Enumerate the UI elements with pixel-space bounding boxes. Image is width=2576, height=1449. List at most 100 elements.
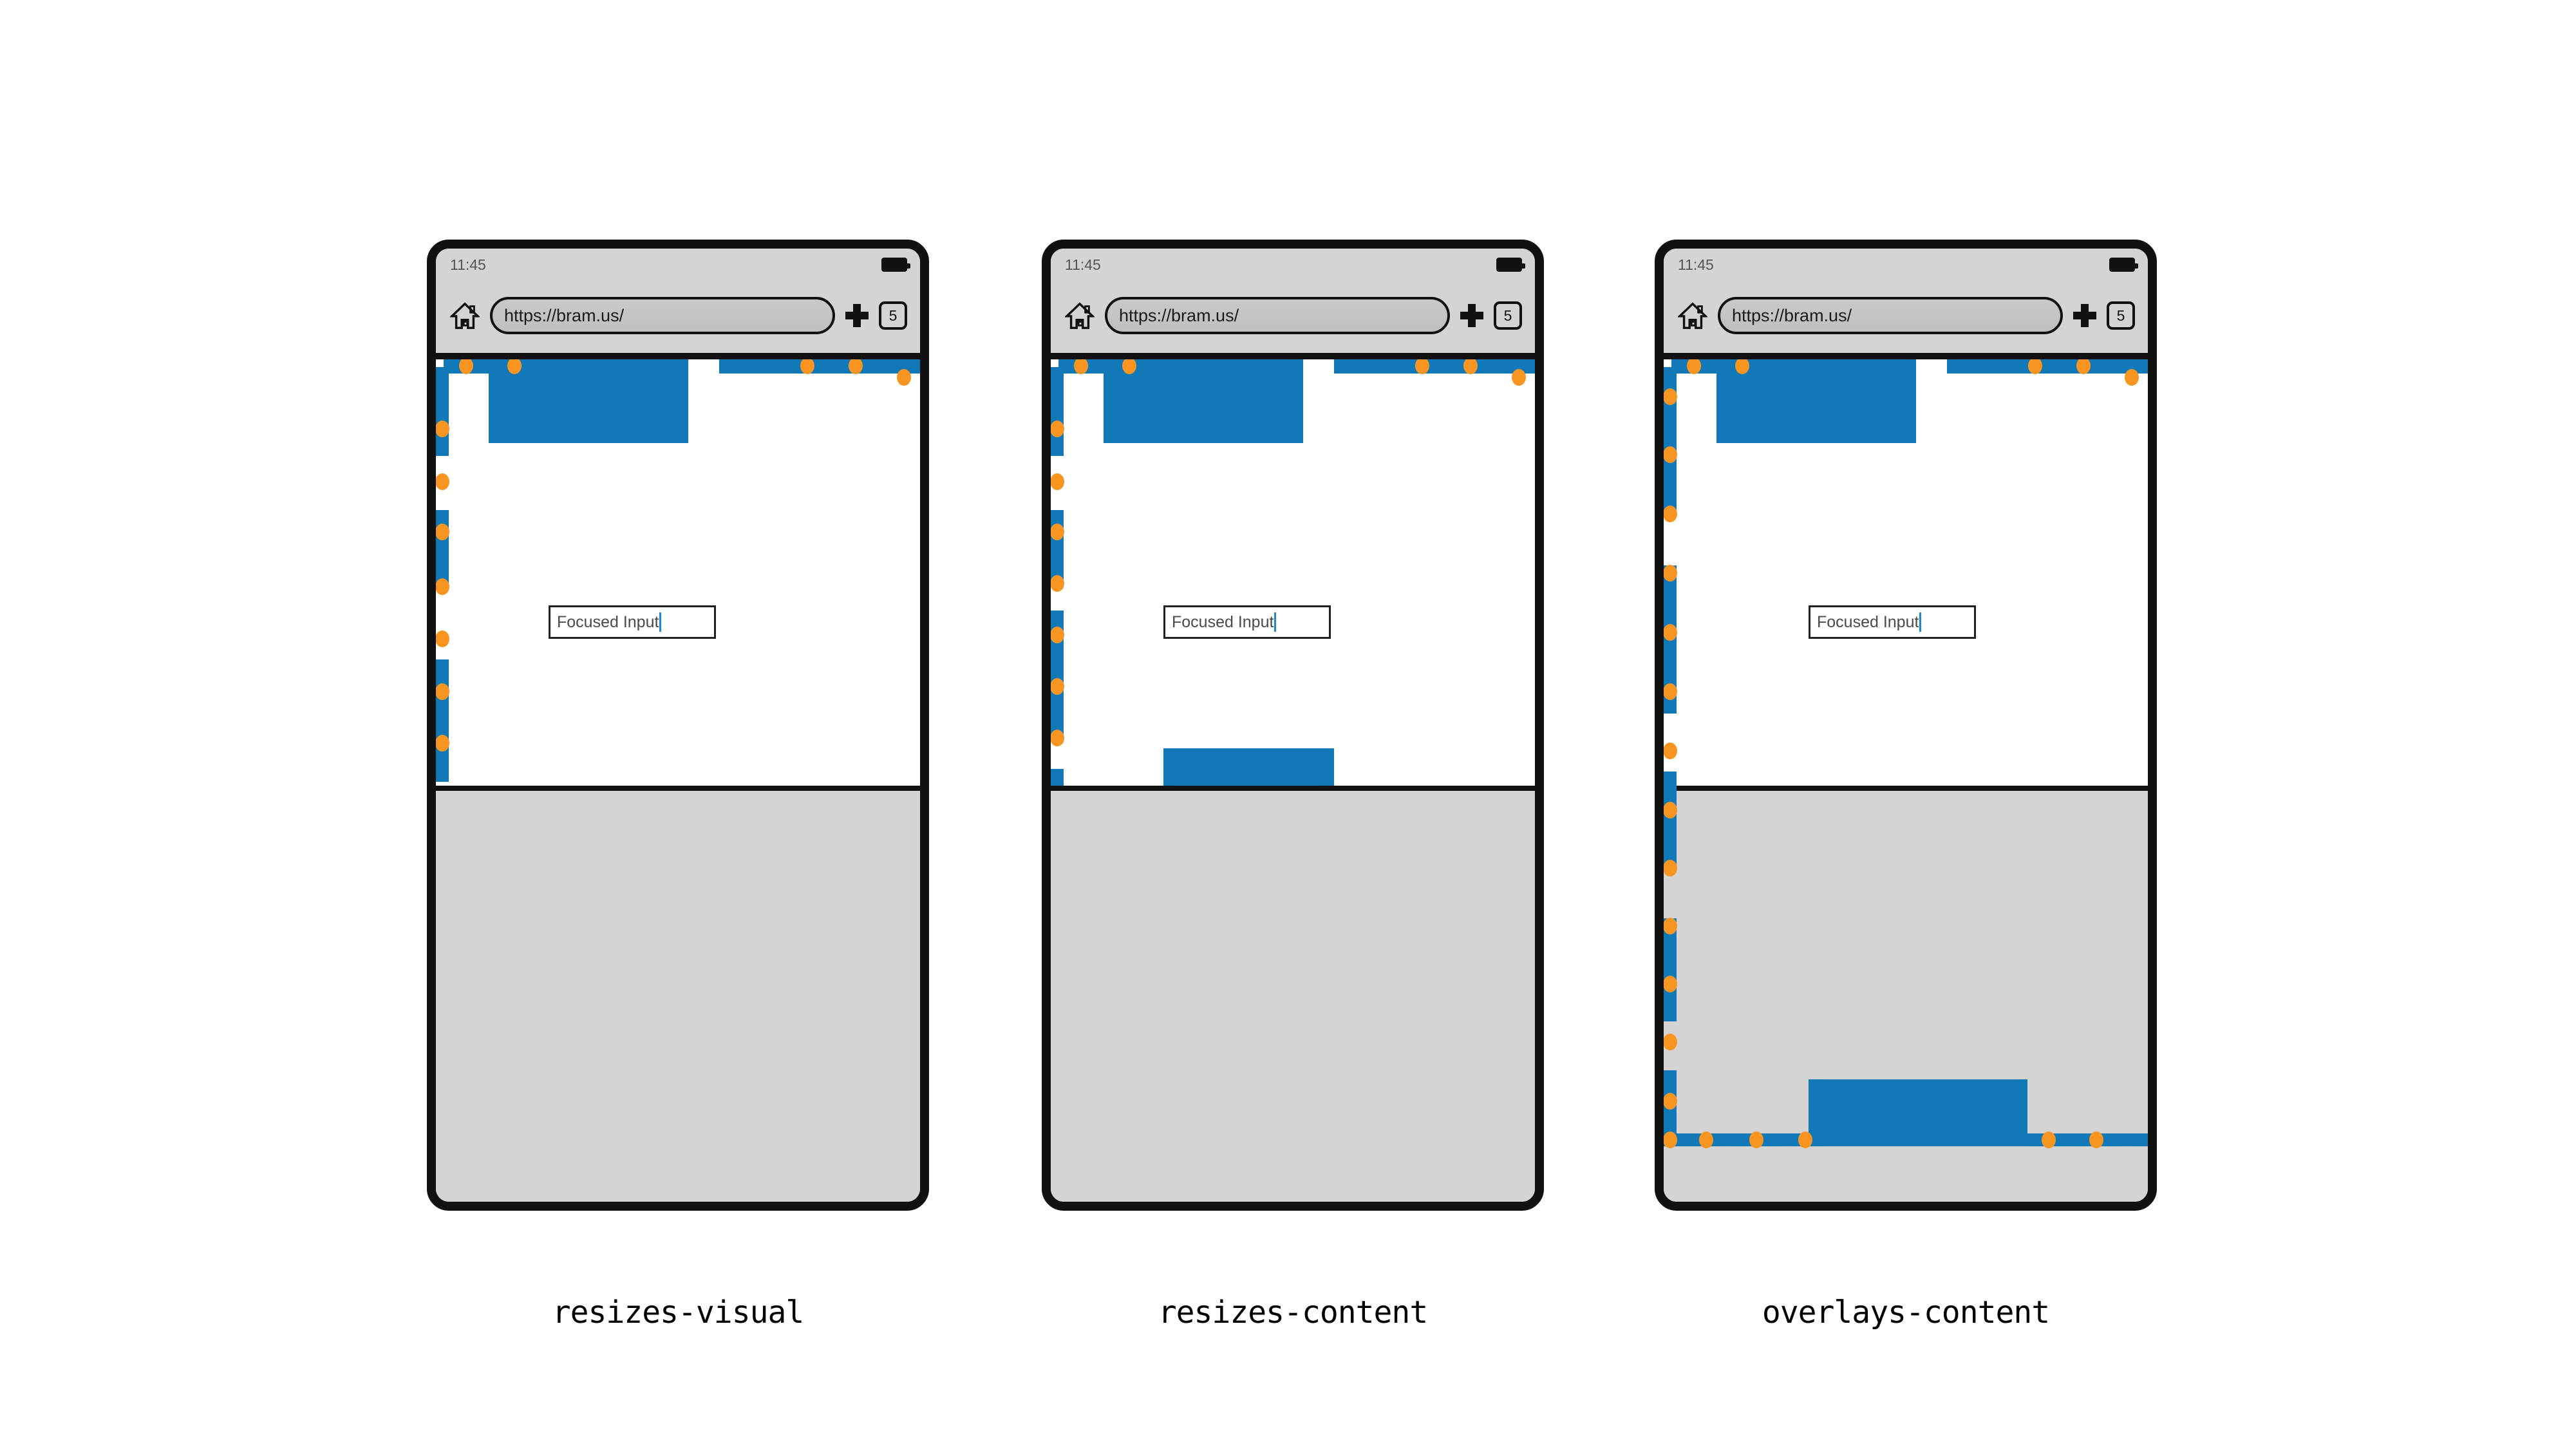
focused-input-value: Focused Input	[1817, 612, 1919, 631]
phone-screen: 11:45 https://bram.us/	[1051, 249, 1535, 1202]
home-icon[interactable]	[1064, 301, 1096, 330]
web-page-viewport: Focused Input	[1051, 359, 1535, 1202]
battery-full-icon	[1496, 258, 1525, 272]
outline-segment	[719, 359, 920, 374]
browser-chrome: 11:45 https://bram.us/	[436, 249, 920, 359]
viewport-dot	[1051, 730, 1064, 746]
viewport-dot	[436, 473, 449, 490]
viewport-dot	[507, 359, 522, 374]
tab-count-badge[interactable]: 5	[1494, 301, 1522, 330]
status-clock: 11:45	[450, 256, 486, 273]
viewport-dot	[1664, 506, 1677, 522]
status-bar: 11:45	[1664, 249, 2148, 278]
status-clock: 11:45	[1678, 256, 1714, 273]
viewport-dot	[1687, 359, 1701, 374]
home-icon[interactable]	[1677, 301, 1709, 330]
viewport-dot	[1415, 359, 1429, 374]
viewport-dot	[436, 421, 449, 437]
url-bar[interactable]: https://bram.us/	[1105, 297, 1450, 334]
status-bar: 11:45	[1051, 249, 1535, 278]
caption-overlays-content: overlays-content	[1762, 1294, 2050, 1331]
outline-segment	[1104, 359, 1303, 443]
text-caret	[659, 612, 662, 632]
viewport-dot	[436, 524, 449, 540]
viewport-dot	[1664, 388, 1677, 405]
viewport-dot	[800, 359, 814, 374]
viewport-dot	[1051, 678, 1064, 695]
url-bar[interactable]: https://bram.us/	[490, 297, 835, 334]
viewport-dot	[1122, 359, 1136, 374]
viewport-dot	[1664, 683, 1677, 700]
outline-segment	[1051, 359, 1058, 367]
text-caret	[1919, 612, 1922, 632]
browser-toolbar: https://bram.us/ 5	[1664, 278, 2148, 353]
caption-resizes-visual: resizes-visual	[552, 1294, 805, 1331]
focused-input[interactable]: Focused Input	[1809, 605, 1976, 639]
caption-resizes-content: resizes-content	[1158, 1294, 1428, 1331]
viewport-dot	[436, 630, 449, 647]
url-text: https://bram.us/	[1732, 305, 1852, 325]
viewport-dot	[459, 359, 473, 374]
plus-icon[interactable]	[845, 304, 869, 327]
outline-segment	[1716, 359, 1916, 443]
web-page-viewport: Focused Input	[1664, 359, 2148, 1202]
viewport-dot	[1664, 743, 1677, 759]
viewport-dot	[1463, 359, 1478, 374]
browser-chrome: 11:45 https://bram.us/	[1664, 249, 2148, 359]
viewport-dot	[849, 359, 863, 374]
browser-toolbar: https://bram.us/ 5	[436, 278, 920, 353]
viewport-dot	[436, 735, 449, 752]
plus-icon[interactable]	[1460, 304, 1483, 327]
focused-input[interactable]: Focused Input	[549, 605, 716, 639]
viewport-dot	[436, 578, 449, 595]
viewport-dot	[1512, 369, 1526, 386]
home-icon[interactable]	[449, 301, 481, 330]
viewport-dot	[2028, 359, 2042, 374]
battery-full-icon	[2109, 258, 2138, 272]
outline-segment	[1051, 359, 1186, 374]
outline-segment	[1664, 359, 1677, 511]
outline-segment	[1947, 359, 2148, 374]
viewport-dot	[2125, 369, 2139, 386]
phone-mockup-resizes-visual: 11:45 https://bram.us/	[427, 240, 929, 1211]
outline-segment	[436, 359, 444, 367]
focused-input-value: Focused Input	[1172, 612, 1274, 631]
tab-count-badge[interactable]: 5	[879, 301, 907, 330]
focused-input[interactable]: Focused Input	[1163, 605, 1331, 639]
plus-icon[interactable]	[2073, 304, 2096, 327]
outline-segment	[436, 510, 449, 587]
viewport-dot	[1051, 421, 1064, 437]
viewport-dot	[1735, 359, 1749, 374]
viewport-dot	[436, 683, 449, 700]
tab-count-badge[interactable]: 5	[2107, 301, 2135, 330]
status-clock: 11:45	[1065, 256, 1101, 273]
virtual-keyboard	[1664, 786, 2148, 1202]
browser-chrome: 11:45 https://bram.us/	[1051, 249, 1535, 359]
viewport-dot	[897, 369, 911, 386]
virtual-keyboard	[436, 786, 920, 1202]
phone-screen: 11:45 https://bram.us/	[1664, 249, 2148, 1202]
url-text: https://bram.us/	[1119, 305, 1239, 325]
viewport-dot	[1051, 575, 1064, 592]
outline-segment	[1664, 359, 1671, 367]
outline-segment	[1664, 565, 1677, 714]
phone-mockup-overlays-content: 11:45 https://bram.us/	[1655, 240, 2157, 1211]
viewport-dot	[1051, 473, 1064, 490]
outline-segment	[1051, 611, 1064, 737]
battery-full-icon	[881, 258, 910, 272]
viewport-dot	[1664, 446, 1677, 463]
viewport-dot	[1074, 359, 1088, 374]
web-page-viewport: Focused Input	[436, 359, 920, 1202]
outline-segment	[436, 359, 449, 456]
browser-toolbar: https://bram.us/ 5	[1051, 278, 1535, 353]
url-text: https://bram.us/	[504, 305, 625, 325]
url-bar[interactable]: https://bram.us/	[1718, 297, 2063, 334]
outline-segment	[489, 359, 688, 443]
viewport-dot	[1664, 624, 1677, 641]
viewport-dot	[2076, 359, 2091, 374]
phone-screen: 11:45 https://bram.us/	[436, 249, 920, 1202]
outline-segment	[1051, 510, 1064, 587]
viewport-dot	[1664, 565, 1677, 582]
outline-segment	[436, 359, 571, 374]
